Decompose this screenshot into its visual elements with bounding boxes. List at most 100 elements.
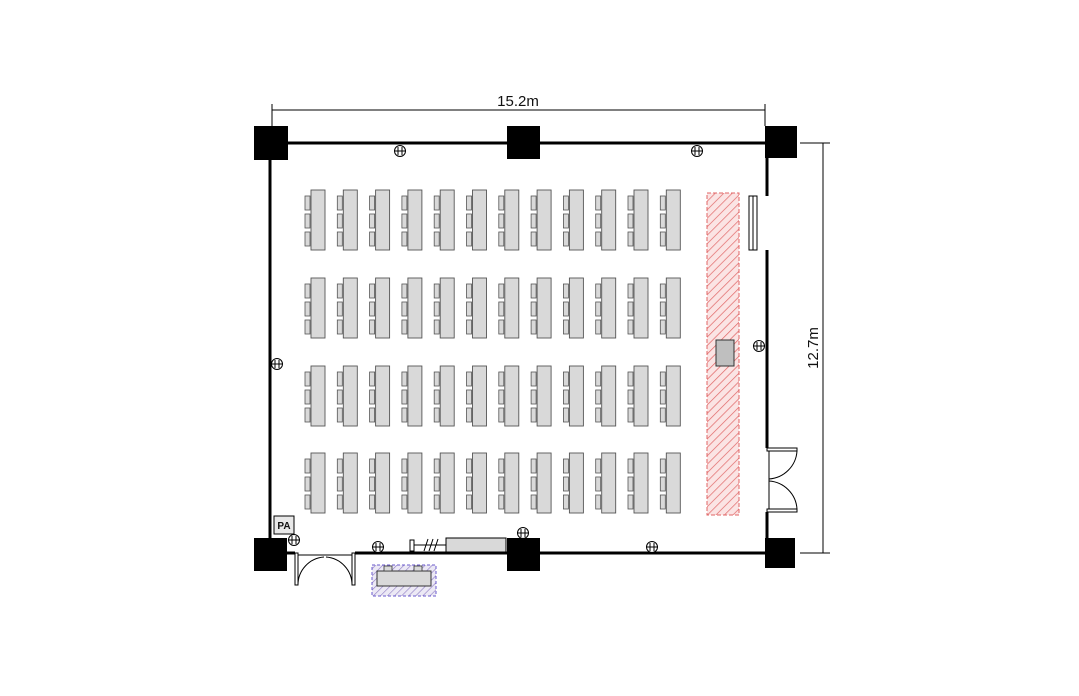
table-group: [433, 452, 455, 514]
table: [407, 452, 423, 514]
chair: [401, 458, 408, 474]
table: [601, 452, 617, 514]
chair: [466, 371, 472, 387]
chair: [433, 283, 440, 299]
chair: [369, 213, 376, 229]
chair: [563, 407, 569, 423]
chair: [433, 371, 440, 387]
chair: [563, 283, 569, 299]
stage-area: [706, 192, 740, 516]
table: [342, 452, 358, 514]
chair: [595, 195, 602, 211]
chair: [627, 319, 634, 335]
chair: [433, 389, 440, 405]
table: [472, 277, 487, 339]
chair: [627, 389, 634, 405]
chair: [433, 231, 440, 247]
chair: [595, 494, 602, 510]
window-icon: [748, 195, 758, 251]
chair: [530, 476, 537, 492]
chair: [401, 407, 408, 423]
table: [536, 277, 552, 339]
chair: [498, 213, 505, 229]
table: [568, 452, 584, 514]
chair: [369, 494, 376, 510]
table: [310, 189, 326, 251]
chair: [336, 371, 343, 387]
outlet-icon: [691, 145, 703, 157]
table-group: [659, 277, 681, 339]
chair: [401, 301, 408, 317]
table-group: [433, 277, 455, 339]
table: [310, 452, 326, 514]
table-group: [498, 189, 520, 251]
table: [310, 277, 326, 339]
table: [568, 189, 584, 251]
chair: [659, 371, 666, 387]
chair: [433, 301, 440, 317]
chair: [498, 494, 505, 510]
chair: [530, 494, 537, 510]
chair: [401, 283, 408, 299]
table-group: [304, 189, 326, 251]
chair: [595, 283, 602, 299]
table-group: [530, 189, 552, 251]
chair: [304, 319, 311, 335]
chair: [369, 458, 376, 474]
chair: [466, 458, 472, 474]
table-group: [401, 452, 423, 514]
chair: [466, 231, 472, 247]
chair: [304, 283, 311, 299]
chair: [304, 458, 311, 474]
chair: [595, 371, 602, 387]
chair: [401, 213, 408, 229]
columns: [254, 126, 797, 571]
chair: [659, 213, 666, 229]
pa-label: PA: [277, 521, 290, 532]
table: [342, 365, 358, 427]
pa-box: PA: [273, 515, 295, 535]
chair: [627, 213, 634, 229]
table-group: [627, 452, 649, 514]
table: [439, 189, 455, 251]
chair: [627, 458, 634, 474]
chair: [595, 231, 602, 247]
table-group: [466, 452, 487, 514]
chair: [369, 389, 376, 405]
chair: [627, 195, 634, 211]
chair: [466, 319, 472, 335]
table-group: [498, 277, 520, 339]
door-icon: [294, 552, 356, 586]
chair: [627, 301, 634, 317]
chair: [466, 283, 472, 299]
chair: [304, 389, 311, 405]
table-group: [466, 189, 487, 251]
outlet-icon: [394, 145, 406, 157]
chair: [659, 476, 666, 492]
chair: [530, 213, 537, 229]
chair: [401, 231, 408, 247]
table: [375, 452, 391, 514]
chair: [659, 301, 666, 317]
chair: [659, 231, 666, 247]
table: [665, 365, 681, 427]
chair: [530, 319, 537, 335]
table-group: [304, 365, 326, 427]
chair: [336, 195, 343, 211]
chair: [498, 283, 505, 299]
chair: [304, 407, 311, 423]
table: [568, 277, 584, 339]
chair: [336, 231, 343, 247]
chair: [466, 389, 472, 405]
chair: [627, 231, 634, 247]
table: [342, 277, 358, 339]
table: [407, 277, 423, 339]
table: [472, 452, 487, 514]
podium: [715, 339, 735, 367]
chair: [498, 458, 505, 474]
chair: [336, 319, 343, 335]
chair: [498, 371, 505, 387]
chair: [498, 195, 505, 211]
table: [375, 189, 391, 251]
